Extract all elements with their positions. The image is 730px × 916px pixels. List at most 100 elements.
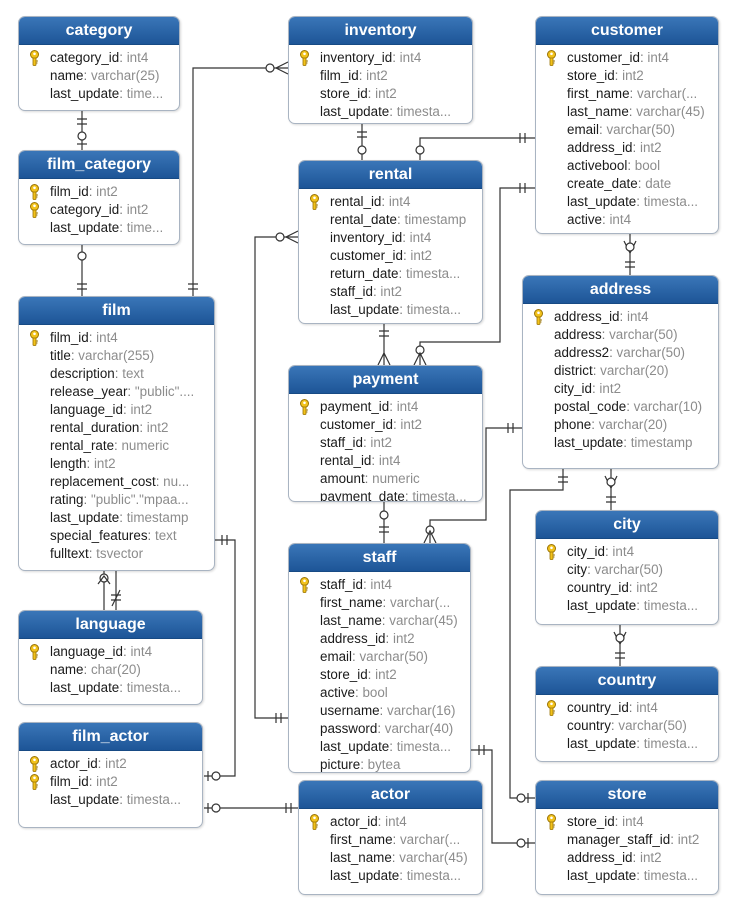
column-row[interactable]: length: int2 bbox=[50, 456, 116, 471]
column-row[interactable]: customer_id: int4 bbox=[536, 49, 718, 67]
column-row[interactable]: rental_id: int4 bbox=[299, 193, 482, 211]
column-row[interactable]: inventory_id: int4 bbox=[330, 230, 432, 245]
column-row[interactable]: active: int4 bbox=[567, 212, 632, 227]
column-row[interactable]: rating: "public"."mpaa... bbox=[50, 492, 189, 507]
column-row[interactable]: manager_staff_id: int2 bbox=[567, 832, 700, 847]
column-row[interactable]: film_id: int4 bbox=[19, 329, 214, 347]
column-row[interactable]: rental_duration: int2 bbox=[50, 420, 169, 435]
column-row[interactable]: film_id: int2 bbox=[320, 68, 388, 83]
column-row[interactable]: replacement_cost: nu... bbox=[50, 474, 190, 489]
column-row[interactable]: description: text bbox=[50, 366, 144, 381]
column-row[interactable]: country_id: int2 bbox=[567, 580, 658, 595]
column-row[interactable]: staff_id: int4 bbox=[289, 576, 470, 594]
column-row[interactable]: customer_id: int2 bbox=[330, 248, 432, 263]
column-row[interactable]: film_id: int2 bbox=[19, 183, 179, 201]
column-row[interactable]: country: varchar(50) bbox=[567, 718, 687, 733]
column-row[interactable]: address_id: int4 bbox=[523, 308, 718, 326]
column-row[interactable]: category_id: int4 bbox=[19, 49, 179, 67]
column-row[interactable]: last_update: timesta... bbox=[330, 302, 462, 317]
column-row[interactable]: address_id: int2 bbox=[320, 631, 415, 646]
column-row[interactable]: create_date: date bbox=[567, 176, 672, 191]
column-row[interactable]: email: varchar(50) bbox=[320, 649, 428, 664]
column-row[interactable]: last_update: timesta... bbox=[50, 792, 182, 807]
column-row[interactable]: address2: varchar(50) bbox=[554, 345, 686, 360]
column-row[interactable]: last_name: varchar(45) bbox=[320, 613, 458, 628]
column-row[interactable]: last_update: timesta... bbox=[567, 598, 699, 613]
column-row[interactable]: first_name: varchar(... bbox=[567, 86, 698, 101]
column-row[interactable]: last_update: timesta... bbox=[567, 736, 699, 751]
column-row[interactable]: store_id: int2 bbox=[320, 667, 397, 682]
column-row[interactable]: country_id: int4 bbox=[536, 699, 718, 717]
column-row[interactable]: picture: bytea bbox=[320, 757, 401, 772]
column-row[interactable]: city_id: int4 bbox=[536, 543, 718, 561]
column-row[interactable]: staff_id: int2 bbox=[330, 284, 402, 299]
column-row[interactable]: name: varchar(25) bbox=[50, 68, 160, 83]
column-row[interactable]: first_name: varchar(... bbox=[330, 832, 461, 847]
column-row[interactable]: last_update: time... bbox=[50, 220, 164, 235]
column-row[interactable]: release_year: "public".... bbox=[50, 384, 195, 399]
column-row[interactable]: payment_date: timesta... bbox=[320, 489, 467, 502]
column-row[interactable]: active: bool bbox=[320, 685, 388, 700]
column-row[interactable]: rental_rate: numeric bbox=[50, 438, 170, 453]
column-row[interactable]: activebool: bool bbox=[567, 158, 661, 173]
column-row[interactable]: amount: numeric bbox=[320, 471, 420, 486]
column-row[interactable]: actor_id: int2 bbox=[19, 755, 202, 773]
column-row[interactable]: email: varchar(50) bbox=[567, 122, 675, 137]
column-row[interactable]: last_update: timesta... bbox=[320, 739, 452, 754]
column-row[interactable]: last_update: timestamp bbox=[554, 435, 693, 450]
column-row[interactable]: postal_code: varchar(10) bbox=[554, 399, 703, 414]
column-row[interactable]: last_update: time... bbox=[50, 86, 164, 101]
column-row[interactable]: last_update: timesta... bbox=[567, 868, 699, 883]
column-row[interactable]: special_features: text bbox=[50, 528, 177, 543]
column-row[interactable]: title: varchar(255) bbox=[50, 348, 155, 363]
column-row[interactable]: first_name: varchar(... bbox=[320, 595, 451, 610]
column-row[interactable]: store_id: int2 bbox=[320, 86, 397, 101]
column-row[interactable]: phone: varchar(20) bbox=[554, 417, 668, 432]
column-row[interactable]: actor_id: int4 bbox=[299, 813, 482, 831]
column-row[interactable]: city: varchar(50) bbox=[567, 562, 664, 577]
column-row[interactable]: staff_id: int2 bbox=[320, 435, 392, 450]
column-row[interactable]: language_id: int2 bbox=[50, 402, 153, 417]
column-row[interactable]: address_id: int2 bbox=[567, 850, 662, 865]
column-row[interactable]: rental_date: timestamp bbox=[330, 212, 467, 227]
column-row[interactable]: category_id: int2 bbox=[19, 201, 179, 219]
column-row[interactable]: last_update: timesta... bbox=[567, 194, 699, 209]
column-row[interactable]: film_id: int2 bbox=[19, 773, 202, 791]
column-row[interactable]: last_update: timesta... bbox=[330, 868, 462, 883]
column-row[interactable]: language_id: int4 bbox=[19, 643, 202, 661]
column-row[interactable]: password: varchar(40) bbox=[320, 721, 454, 736]
column-row[interactable]: address_id: int2 bbox=[567, 140, 662, 155]
column-row[interactable]: address: varchar(50) bbox=[554, 327, 678, 342]
column-row[interactable]: city_id: int2 bbox=[554, 381, 622, 396]
column-row[interactable]: last_name: varchar(45) bbox=[330, 850, 468, 865]
column-row[interactable]: store_id: int2 bbox=[567, 68, 644, 83]
column-row[interactable]: name: char(20) bbox=[50, 662, 141, 677]
column-row[interactable]: last_name: varchar(45) bbox=[567, 104, 705, 119]
column-row[interactable]: inventory_id: int4 bbox=[289, 49, 472, 67]
column-row[interactable]: return_date: timesta... bbox=[330, 266, 461, 281]
column-row[interactable]: rental_id: int4 bbox=[320, 453, 401, 468]
column-row[interactable]: last_update: timestamp bbox=[50, 510, 189, 525]
column-row[interactable]: customer_id: int2 bbox=[320, 417, 422, 432]
column-row[interactable]: payment_id: int4 bbox=[289, 398, 482, 416]
column-row[interactable]: district: varchar(20) bbox=[554, 363, 669, 378]
column-row[interactable]: last_update: timesta... bbox=[50, 680, 182, 695]
column-row[interactable]: username: varchar(16) bbox=[320, 703, 456, 718]
column-row[interactable]: last_update: timesta... bbox=[320, 104, 452, 119]
column-row[interactable]: fulltext: tsvector bbox=[50, 546, 144, 561]
column-row[interactable]: store_id: int4 bbox=[536, 813, 718, 831]
